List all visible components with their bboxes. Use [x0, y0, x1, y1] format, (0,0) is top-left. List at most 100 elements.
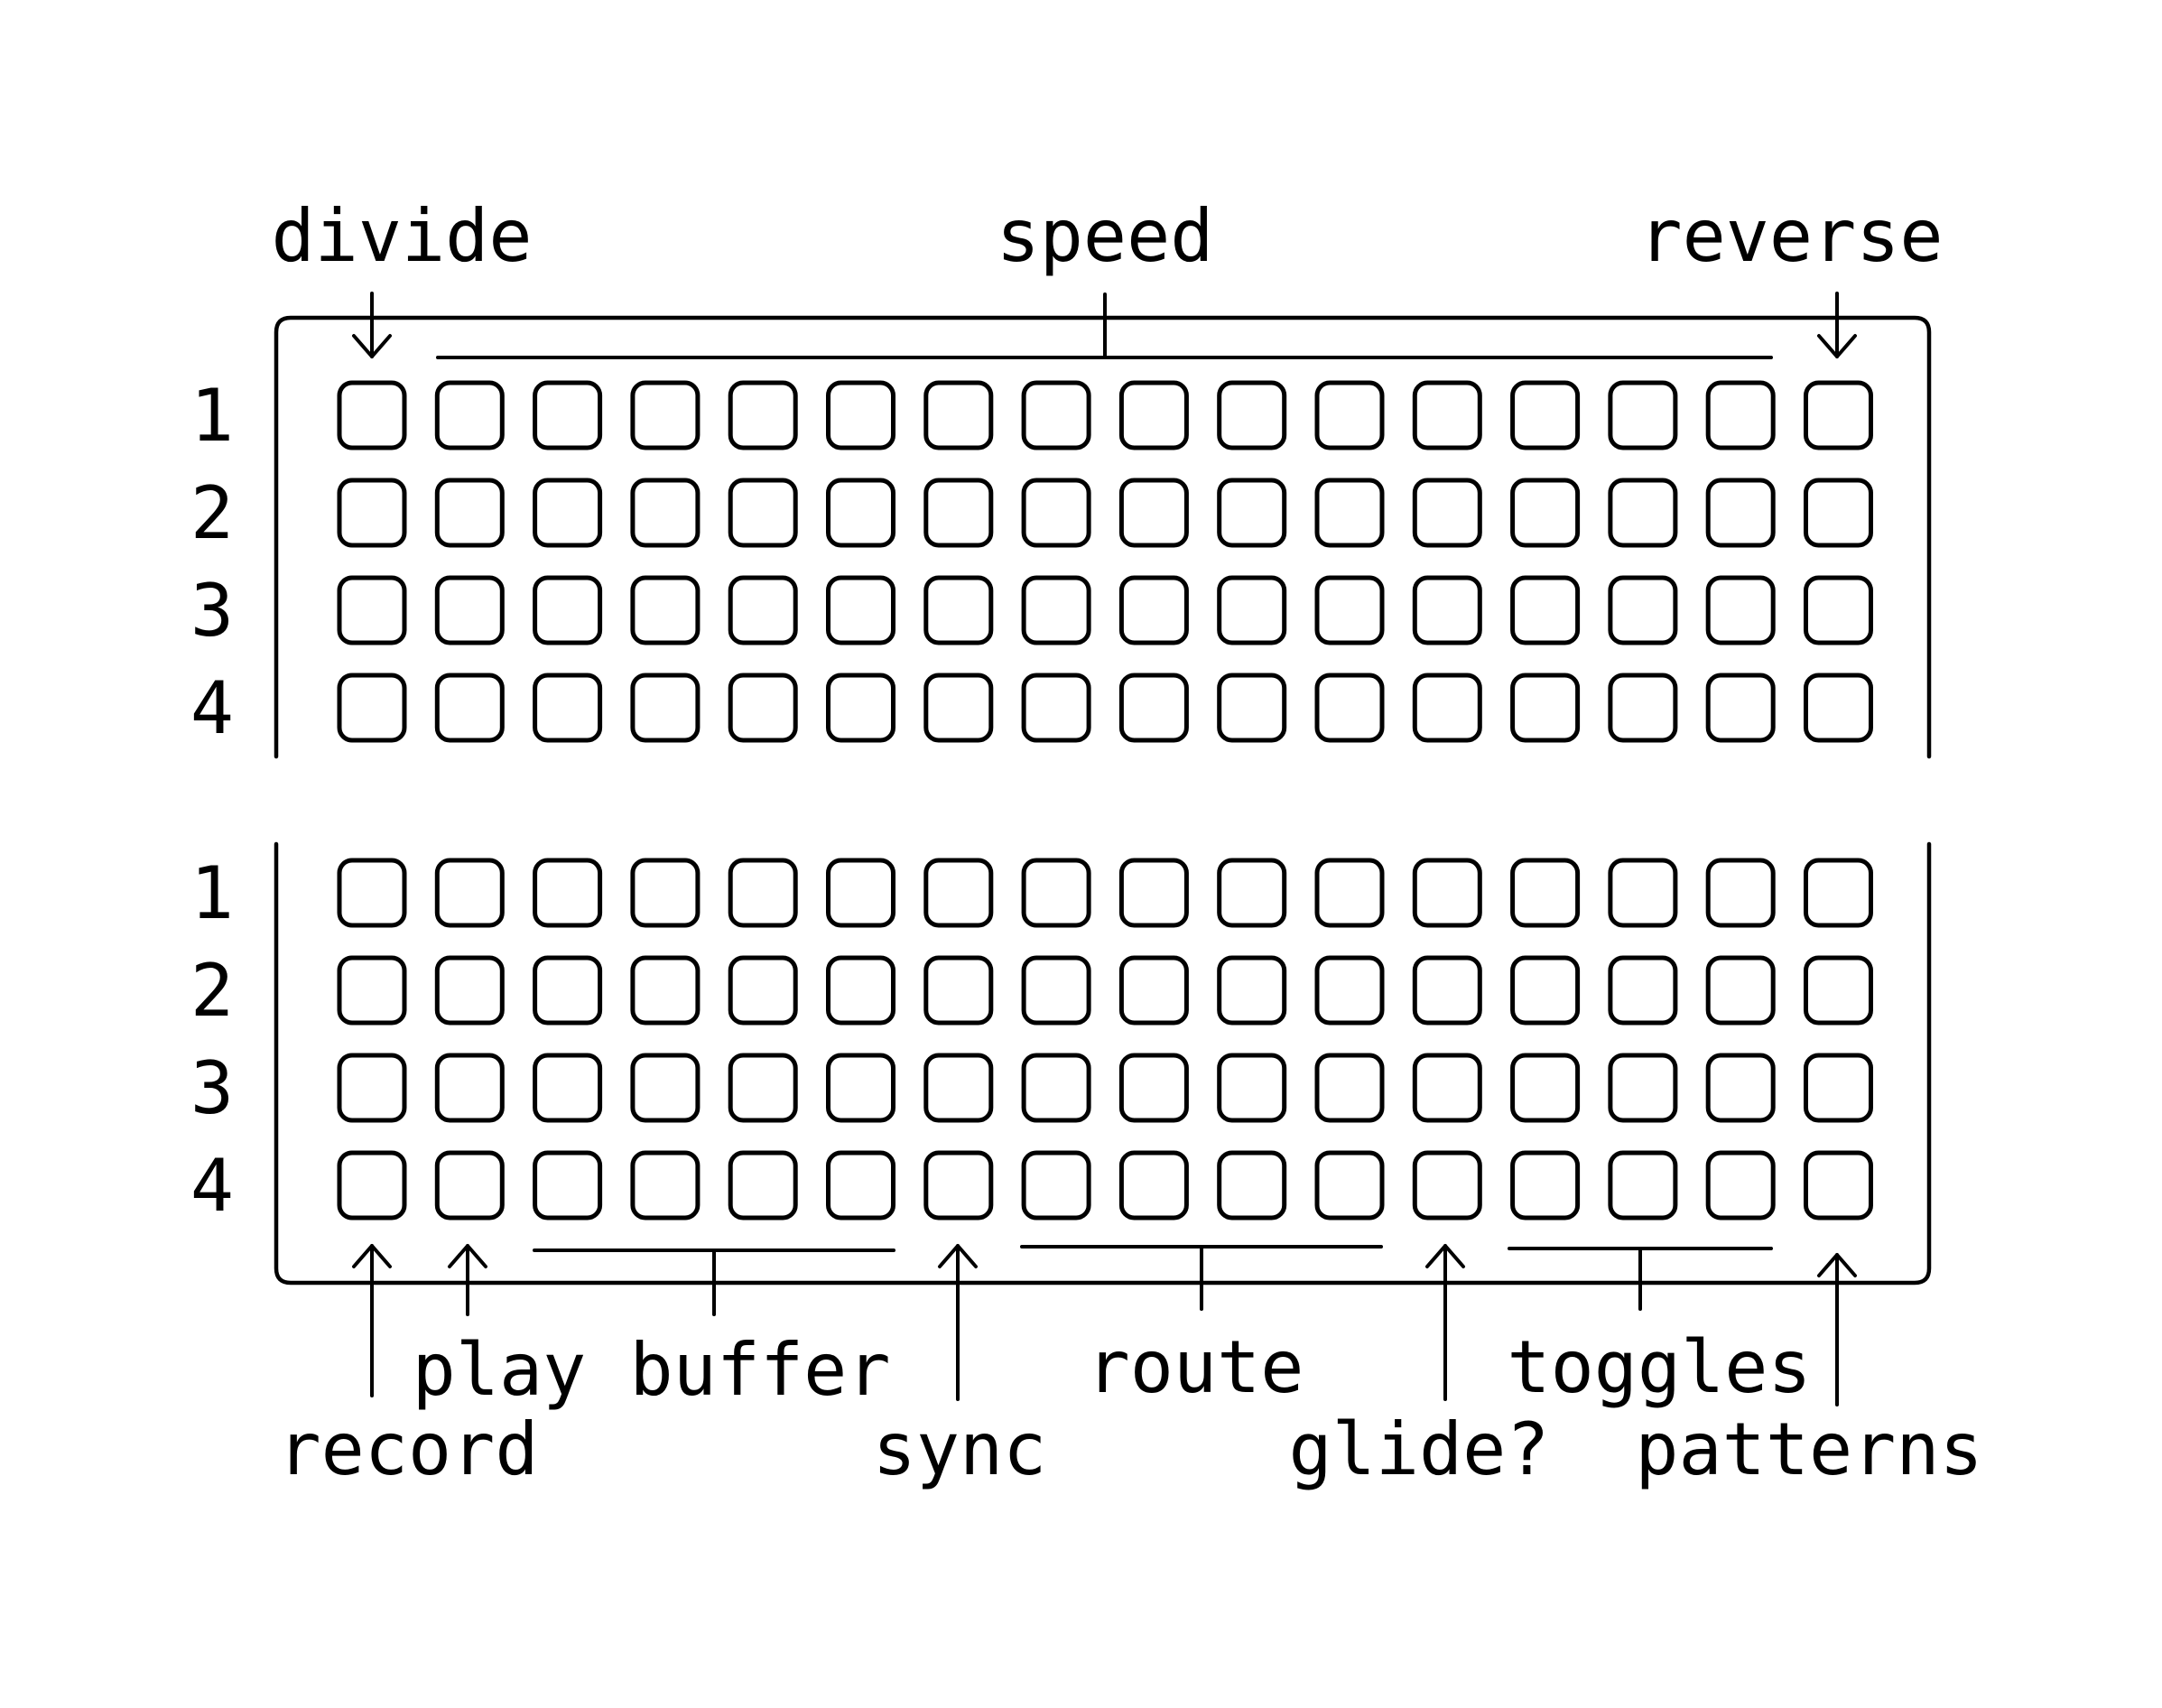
grid-key[interactable] [728, 575, 798, 645]
grid-key[interactable] [826, 478, 895, 548]
grid-key[interactable] [337, 1053, 407, 1123]
grid-key[interactable] [728, 1053, 798, 1123]
grid-key[interactable] [1021, 955, 1091, 1026]
grid-key[interactable] [630, 673, 701, 743]
grid-key[interactable] [826, 673, 895, 743]
grid-key[interactable] [1217, 1150, 1287, 1221]
grid-key[interactable] [630, 1150, 701, 1221]
grid-key[interactable] [434, 1053, 505, 1123]
grid-key[interactable] [533, 478, 603, 548]
grid-key[interactable] [1412, 478, 1482, 548]
grid-key[interactable] [826, 955, 895, 1026]
grid-key[interactable] [1804, 575, 1873, 645]
grid-key[interactable] [1118, 478, 1189, 548]
grid-key[interactable] [434, 575, 505, 645]
grid-key[interactable] [533, 575, 603, 645]
grid-key[interactable] [1217, 478, 1287, 548]
grid-key[interactable] [1804, 1053, 1873, 1123]
grid-key[interactable] [1021, 380, 1091, 450]
grid-key[interactable] [337, 673, 407, 743]
grid-key[interactable] [728, 858, 798, 928]
grid-key[interactable] [337, 1150, 407, 1221]
grid-key[interactable] [1412, 858, 1482, 928]
grid-key[interactable] [434, 1150, 505, 1221]
grid-key[interactable] [1412, 1053, 1482, 1123]
grid-key[interactable] [1021, 1053, 1091, 1123]
grid-key[interactable] [1021, 673, 1091, 743]
grid-key[interactable] [1412, 673, 1482, 743]
grid-key[interactable] [923, 673, 994, 743]
grid-key[interactable] [434, 478, 505, 548]
grid-key[interactable] [1608, 380, 1678, 450]
grid-key[interactable] [1314, 575, 1385, 645]
grid-key[interactable] [630, 1053, 701, 1123]
grid-key[interactable] [1314, 478, 1385, 548]
grid-key[interactable] [1314, 1053, 1385, 1123]
grid-key[interactable] [1021, 575, 1091, 645]
grid-key[interactable] [826, 1053, 895, 1123]
grid-key[interactable] [1118, 575, 1189, 645]
grid-key[interactable] [1021, 478, 1091, 548]
grid-key[interactable] [1118, 858, 1189, 928]
grid-key[interactable] [337, 478, 407, 548]
grid-key[interactable] [728, 955, 798, 1026]
grid-key[interactable] [1804, 858, 1873, 928]
grid-key[interactable] [1118, 1150, 1189, 1221]
grid-key[interactable] [1608, 955, 1678, 1026]
grid-key[interactable] [1412, 1150, 1482, 1221]
grid-key[interactable] [1412, 380, 1482, 450]
grid-key[interactable] [1314, 673, 1385, 743]
grid-key[interactable] [337, 575, 407, 645]
grid-key[interactable] [1510, 673, 1581, 743]
grid-key[interactable] [1021, 858, 1091, 928]
grid-key[interactable] [337, 955, 407, 1026]
grid-key[interactable] [923, 1150, 994, 1221]
grid-key[interactable] [1705, 673, 1776, 743]
grid-key[interactable] [1314, 955, 1385, 1026]
grid-key[interactable] [1705, 478, 1776, 548]
grid-key[interactable] [923, 478, 994, 548]
grid-key[interactable] [533, 858, 603, 928]
grid-key[interactable] [1217, 955, 1287, 1026]
grid-key[interactable] [1705, 955, 1776, 1026]
grid-key[interactable] [533, 673, 603, 743]
grid-key[interactable] [1608, 1053, 1678, 1123]
grid-key[interactable] [1217, 858, 1287, 928]
grid-key[interactable] [826, 1150, 895, 1221]
grid-key[interactable] [337, 380, 407, 450]
grid-key[interactable] [1804, 955, 1873, 1026]
grid-key[interactable] [1118, 380, 1189, 450]
grid-key[interactable] [1118, 1053, 1189, 1123]
grid-key[interactable] [923, 858, 994, 928]
grid-key[interactable] [1608, 673, 1678, 743]
grid-key[interactable] [630, 955, 701, 1026]
grid-key[interactable] [1217, 1053, 1287, 1123]
grid-key[interactable] [1021, 1150, 1091, 1221]
grid-key[interactable] [630, 575, 701, 645]
grid-key[interactable] [434, 858, 505, 928]
grid-key[interactable] [1510, 1053, 1581, 1123]
grid-key[interactable] [1608, 575, 1678, 645]
grid-key[interactable] [630, 478, 701, 548]
grid-key[interactable] [1314, 858, 1385, 928]
grid-key[interactable] [434, 673, 505, 743]
grid-key[interactable] [1217, 673, 1287, 743]
grid-key[interactable] [728, 380, 798, 450]
grid-key[interactable] [1217, 575, 1287, 645]
grid-key[interactable] [1510, 380, 1581, 450]
grid-key[interactable] [1705, 380, 1776, 450]
grid-key[interactable] [826, 380, 895, 450]
grid-key[interactable] [1510, 575, 1581, 645]
grid-key[interactable] [1804, 1150, 1873, 1221]
grid-key[interactable] [434, 380, 505, 450]
grid-key[interactable] [1510, 858, 1581, 928]
grid-key[interactable] [1510, 955, 1581, 1026]
grid-key[interactable] [923, 955, 994, 1026]
grid-key[interactable] [1705, 575, 1776, 645]
grid-key[interactable] [923, 1053, 994, 1123]
grid-key[interactable] [923, 575, 994, 645]
grid-key[interactable] [1804, 380, 1873, 450]
grid-key[interactable] [1804, 478, 1873, 548]
grid-key[interactable] [1118, 955, 1189, 1026]
grid-key[interactable] [728, 673, 798, 743]
